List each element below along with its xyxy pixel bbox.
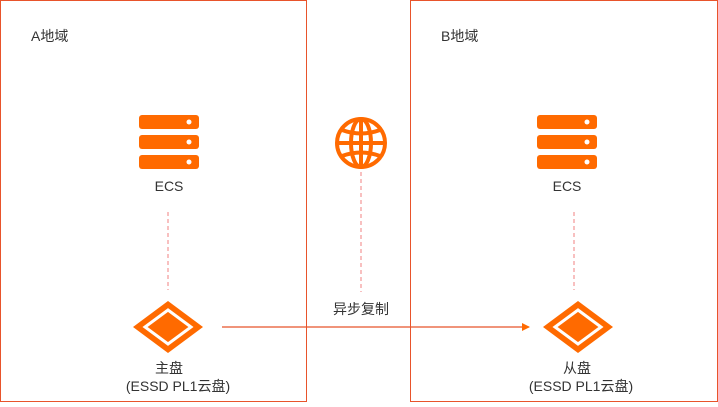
server-icon xyxy=(139,115,199,169)
primary-disk-label: 主盘 xyxy=(155,360,183,376)
secondary-disk-label: 从盘 xyxy=(563,360,591,376)
primary-disk-type: (ESSD PL1云盘) xyxy=(125,378,231,394)
ecs-a-label: ECS xyxy=(154,178,184,194)
replication-label: 异步复制 xyxy=(333,301,389,317)
region-a-title: A地域 xyxy=(31,28,69,44)
region-b-title: B地域 xyxy=(441,28,479,44)
region-a-box xyxy=(0,0,307,402)
cloud-disk-icon xyxy=(543,301,613,353)
globe-icon xyxy=(335,117,387,169)
cloud-disk-icon xyxy=(133,301,203,353)
secondary-disk-type: (ESSD PL1云盘) xyxy=(528,378,634,394)
server-icon xyxy=(537,115,597,169)
ecs-b-label: ECS xyxy=(552,178,582,194)
